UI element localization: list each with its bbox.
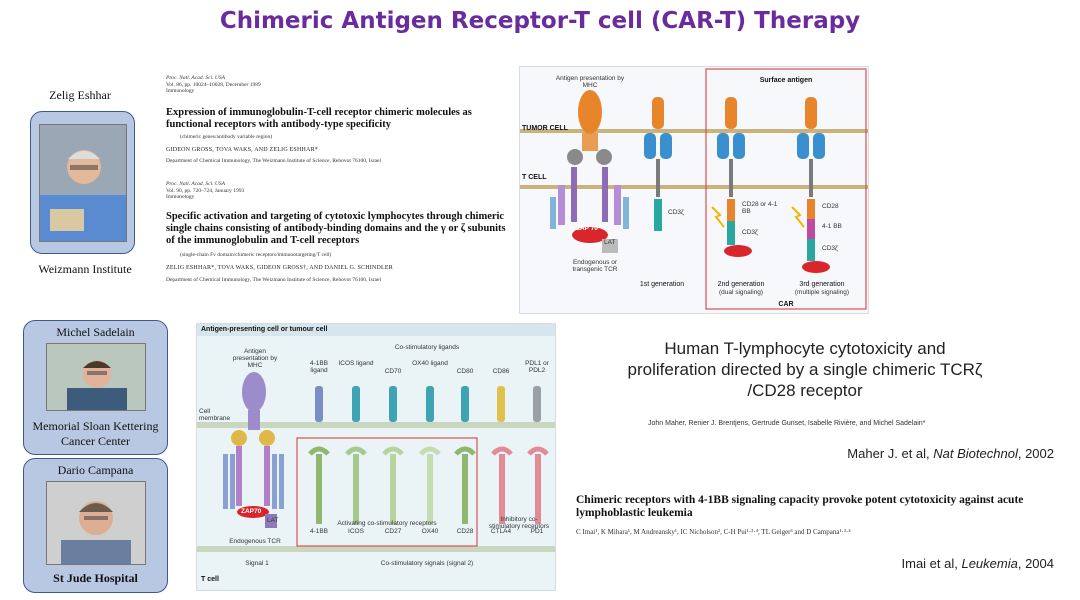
receptor-label: OX40	[421, 528, 439, 535]
car-bracket-label: CAR	[778, 301, 794, 308]
paper1-volume: Vol. 86, pp. 10024–10028, December 1989	[166, 81, 261, 88]
car-generations-diagram	[520, 68, 868, 310]
ligand-label: 4-1BB ligand	[309, 360, 329, 374]
portrait-image	[40, 125, 126, 241]
maher-citation: Maher J. et al, Nat Biotechnol, 2002	[796, 446, 1054, 461]
paper2-keywords: (single-chain Fv domain/chimeric recepto…	[180, 252, 332, 258]
receptor-label: 4-1BB	[309, 528, 329, 535]
paper2-authors: ZELIG ESHHAR*, TOVA WAKS, GIDEON GROSS†,…	[166, 265, 393, 271]
car-zap70-label: ZAP 70	[576, 225, 598, 232]
costim-tcell: T cell	[201, 576, 219, 583]
paper1-keywords: (chimeric genes/antibody variable region…	[180, 134, 273, 140]
ligand-label: OX40 ligand	[412, 360, 448, 367]
sadelain-institute: Memorial Sloan Kettering Cancer Center	[32, 419, 159, 448]
paper1-journal: Proc. Natl. Acad. Sci. USA	[166, 75, 225, 81]
car-gen2-cd28-label: CD28 or 4-1 BB	[742, 201, 778, 215]
costim-activating: Activating co-stimulatory receptors	[337, 520, 437, 527]
citation-year: , 2004	[1017, 556, 1054, 571]
car-gen3-label: 3rd generation	[799, 281, 845, 288]
portrait-image	[47, 344, 145, 410]
costim-ligands-header: Co-stimulatory ligands	[394, 344, 460, 351]
ligand-label: CD70	[384, 368, 402, 375]
costim-header: Antigen-presenting cell or tumour cell	[201, 326, 328, 333]
receptor-label: ICOS	[348, 528, 364, 535]
paper1-authors: GIDEON GROSS, TOVA WAKS, AND ZELIG ESHHA…	[166, 147, 318, 153]
car-gen3-41bb-label: 4-1 BB	[822, 223, 842, 230]
costim-signal1: Signal 1	[245, 560, 269, 567]
car-gen1-label: 1st generation	[639, 281, 685, 288]
citation-prefix: Maher J. et al,	[847, 446, 934, 461]
car-gen2-sub-label: (dual signaling)	[718, 289, 764, 296]
sadelain-frame: Michel Sadelain Memorial Sloan Kettering…	[23, 320, 168, 455]
car-gen2-cd3z-label: CD3ζ	[742, 229, 758, 236]
receptor-label: CD28	[456, 528, 474, 535]
paper1-meta: Proc. Natl. Acad. Sci. USA Vol. 86, pp. …	[166, 75, 366, 95]
costim-inhibitory: Inhibitory co-stimulatory receptors	[488, 516, 550, 530]
campana-frame: Dario Campana St Jude Hospital	[23, 458, 168, 593]
costim-cell-membrane: Cell membrane	[199, 408, 231, 422]
ligand-label: ICOS ligand	[338, 360, 374, 367]
sadelain-photo	[46, 343, 146, 411]
receptor-label: PD1	[530, 528, 544, 535]
paper2-journal: Proc. Natl. Acad. Sci. USA	[166, 181, 225, 187]
maher-title: Human T-lymphocyte cytotoxicity and prol…	[627, 339, 983, 400]
car-gen2	[711, 133, 752, 257]
paper2-meta: Proc. Natl. Acad. Sci. USA Vol. 90, pp. …	[166, 181, 366, 201]
costim-diagram	[197, 324, 555, 552]
car-gen2-label: 2nd generation	[717, 281, 765, 288]
costim-lat: LAT	[267, 517, 279, 524]
campana-name: Dario Campana	[57, 463, 134, 477]
paper2-affiliation: Department of Chemical Immunology, The W…	[166, 277, 381, 283]
costim-signal2: Co-stimulatory signals (signal 2)	[380, 560, 474, 567]
car-generations-figure: Antigen presentation by MHC Surface anti…	[519, 66, 869, 314]
costim-figure: Antigen-presenting cell or tumour cell C…	[196, 323, 556, 591]
car-endogenous-label: Endogenous or transgenic TCR	[572, 259, 618, 273]
campana-photo	[46, 481, 146, 565]
ligand-label: CD86	[492, 368, 510, 375]
costim-antigen-presentation: Antigen presentation by MHC	[232, 348, 278, 369]
paper2-volume: Vol. 90, pp. 720–724, January 1993	[166, 187, 245, 194]
car-gen1	[644, 133, 672, 231]
citation-prefix: Imai et al,	[901, 556, 962, 571]
maher-authors: John Maher, Renier J. Brentjens, Gertrud…	[648, 420, 926, 427]
ligand-label: PDL1 or PDL2	[525, 360, 549, 374]
imai-authors: C Imai¹, K Mihara¹, M Andreansky¹, IC Ni…	[576, 528, 851, 536]
citation-year: , 2002	[1017, 446, 1054, 461]
paper1-affiliation: Department of Chemical Immunology, The W…	[166, 158, 381, 164]
receptor-label: CD27	[384, 528, 402, 535]
car-gen1-cd3z-label: CD3ζ	[668, 209, 684, 216]
paper1-title: Expression of immunoglobulin-T-cell rece…	[166, 107, 472, 130]
campana-institute: St Jude Hospital	[53, 571, 138, 585]
ligand-label: CD80	[456, 368, 474, 375]
sadelain-name: Michel Sadelain	[56, 325, 135, 339]
citation-journal: Leukemia	[961, 556, 1018, 571]
paper1-section: Immunology	[166, 88, 195, 94]
imai-citation: Imai et al, Leukemia, 2004	[820, 556, 1055, 571]
slide-title: Chimeric Antigen Receptor-T cell (CAR-T)…	[219, 8, 861, 34]
costim-endogenous: Endogenous TCR	[229, 538, 281, 545]
car-gen3	[791, 133, 830, 273]
portrait-image	[47, 482, 145, 564]
paper2-section: Immunology	[166, 194, 195, 200]
eshhar-photo-frame	[30, 111, 135, 254]
eshhar-institute: Weizmann Institute	[38, 262, 132, 276]
car-lat-label: LAT	[604, 239, 616, 246]
car-gen3-sub-label: (multiple signaling)	[794, 289, 850, 296]
eshhar-photo	[39, 124, 127, 242]
car-tumor-cell-label: TUMOR CELL	[522, 125, 568, 132]
imai-title: Chimeric receptors with 4-1BB signaling …	[576, 494, 1024, 519]
costim-zap70: ZAP70	[241, 508, 262, 515]
car-gen3-cd3z-label: CD3ζ	[822, 245, 838, 252]
paper2-title: Specific activation and targeting of cyt…	[166, 211, 506, 246]
car-antigen-presentation-label: Antigen presentation by MHC	[555, 75, 625, 89]
car-t-cell-label: T CELL	[522, 174, 547, 181]
car-gen3-cd28-label: CD28	[822, 203, 839, 210]
receptor-label: CTLA4	[490, 528, 512, 535]
car-surface-antigen-label: Surface antigen	[759, 77, 813, 84]
citation-journal: Nat Biotechnol	[933, 446, 1018, 461]
eshhar-name: Zelig Eshhar	[49, 88, 111, 102]
